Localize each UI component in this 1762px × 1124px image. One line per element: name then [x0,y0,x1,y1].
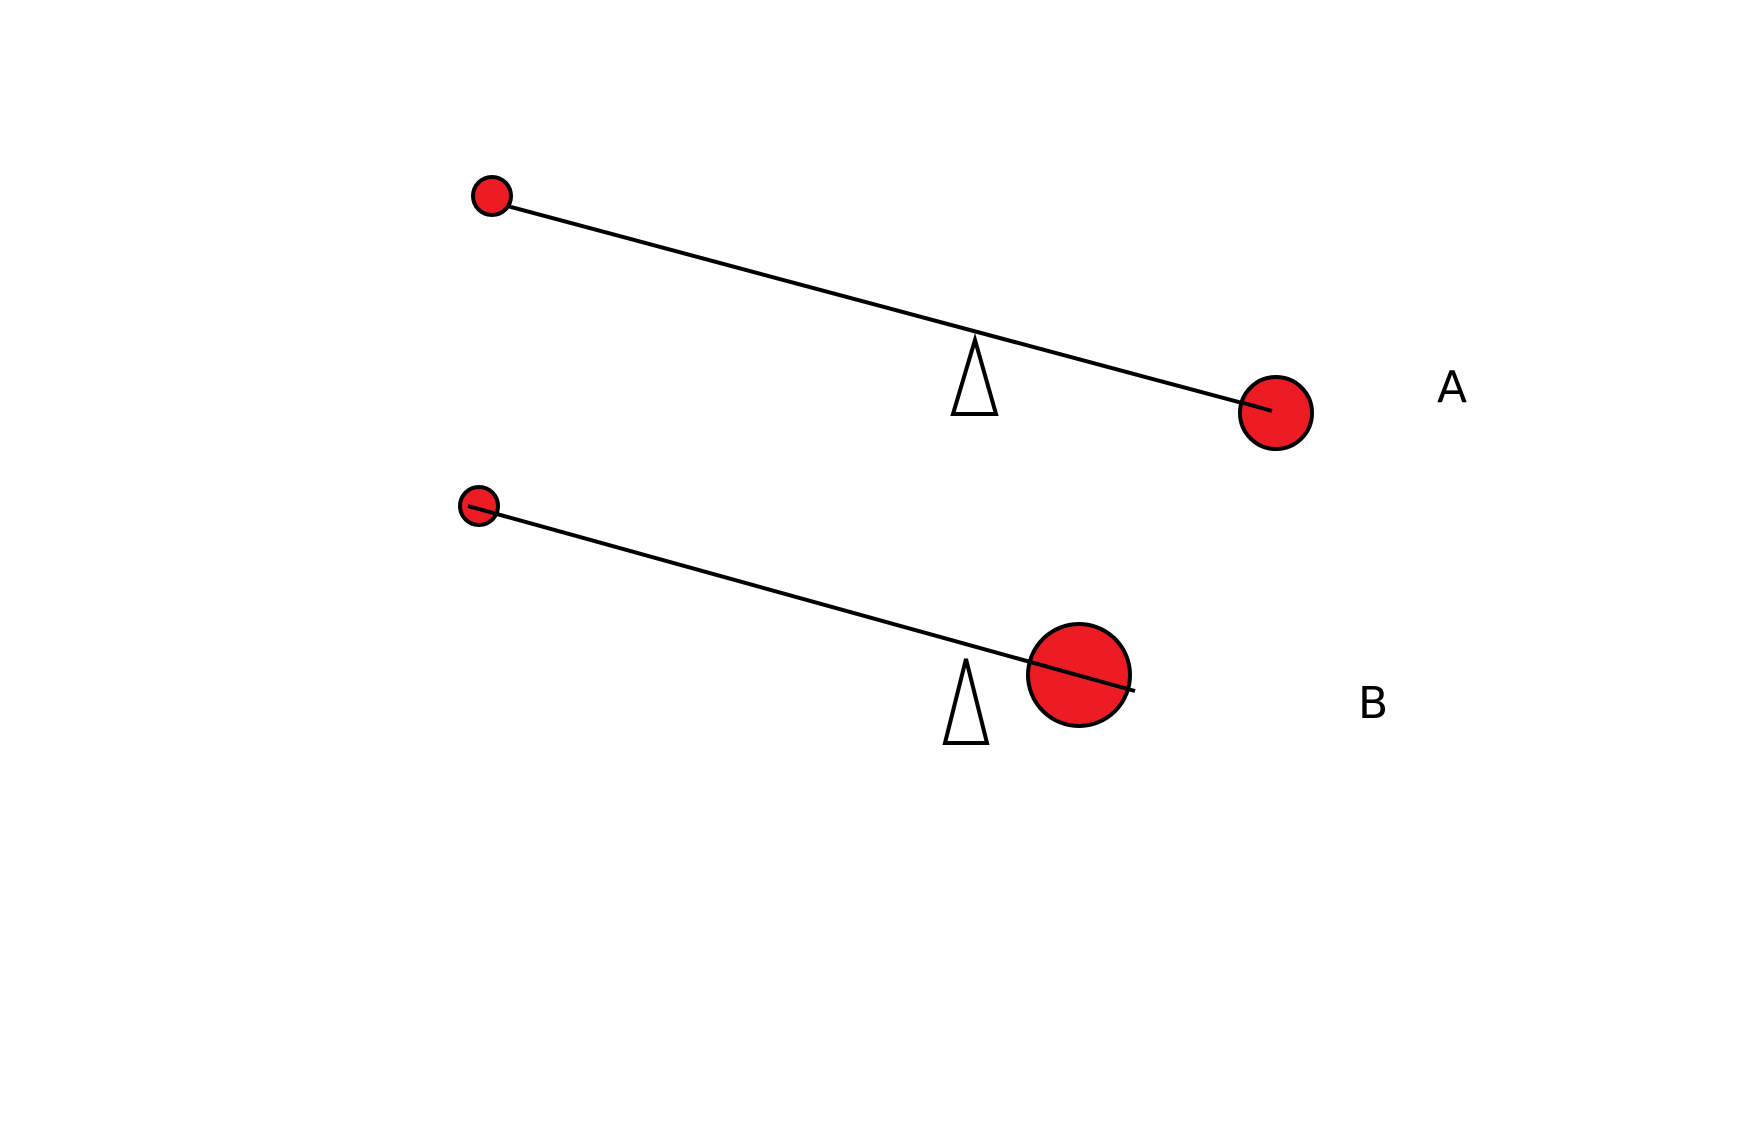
large-ball-a [1238,375,1314,451]
fulcrum-b [942,658,990,745]
seesaw-a: A [471,175,1467,451]
panel-label-b: B [1358,678,1388,729]
lever-a [484,198,1273,413]
small-ball-b [458,485,500,527]
seesaw-b: B [458,485,1388,745]
small-ball-a [471,175,513,217]
panel-label-a: A [1437,362,1467,413]
lever-a-overlay [1239,400,1273,413]
lever-b [467,504,1136,693]
fulcrum-a [950,332,999,416]
